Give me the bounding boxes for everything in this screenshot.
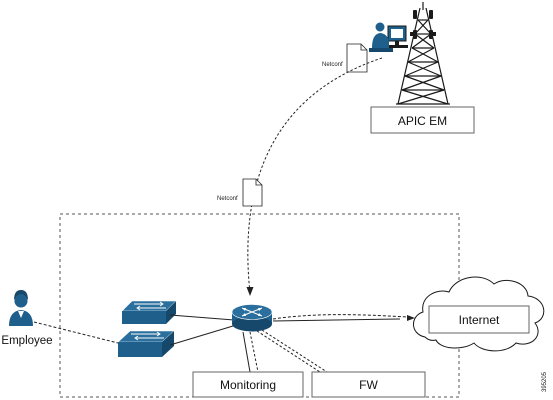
internet-arrowhead: [407, 315, 415, 321]
monitoring-box: [192, 371, 304, 398]
router-internet-link-solid: [272, 318, 401, 322]
router-internet-link: [272, 314, 409, 320]
document-icon: [346, 43, 368, 73]
operator-workstation-icon: [369, 22, 408, 52]
router-icon: [231, 304, 273, 332]
switch2-router-link: [169, 325, 234, 346]
router-fw-link-b: [261, 329, 328, 373]
internet-box: [428, 305, 530, 334]
figure-id: 395205: [542, 371, 548, 392]
fw-box: [311, 371, 426, 398]
monitoring-label: Monitoring: [220, 378, 276, 392]
cell-tower-icon: [396, 2, 450, 105]
employee-label: Employee: [1, 335, 52, 347]
internet-label: Internet: [459, 313, 500, 327]
switch-icon-2: [117, 330, 175, 357]
netconf-label-mid: Netconf: [217, 196, 238, 202]
tower-antenna-icon: [410, 10, 436, 39]
netconf-connection: [247, 57, 383, 294]
switch-icon: [121, 300, 177, 324]
router-fw-link-a: [256, 330, 321, 373]
person-icon: [9, 290, 33, 326]
fw-label: FW: [359, 378, 378, 392]
switch-router-link: [169, 314, 235, 321]
router-monitoring-link-a: [242, 331, 251, 373]
netconf-label-top: Netconf: [322, 62, 343, 68]
document-icon-mid: [242, 178, 263, 207]
employee-link: [33, 321, 119, 344]
apic-em-label: APIC EM: [398, 114, 447, 128]
router-monitoring-link-b: [249, 331, 259, 373]
apic-em-box: [370, 106, 475, 134]
netconf-arrowhead: [246, 287, 254, 296]
